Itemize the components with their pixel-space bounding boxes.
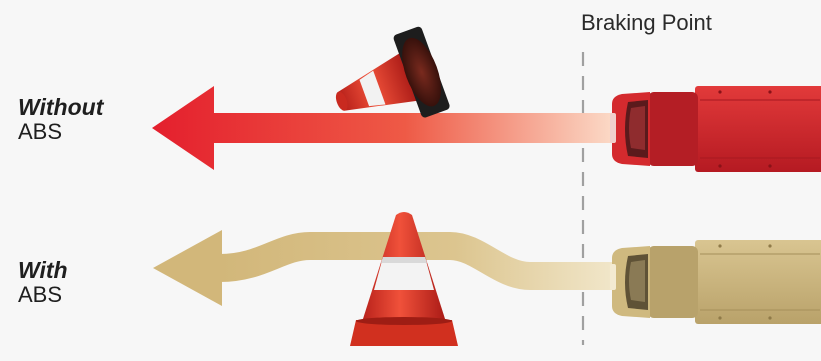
tan-truck-icon	[610, 240, 821, 324]
red-truck-icon	[610, 86, 821, 172]
arrow-left-icon	[153, 230, 222, 306]
